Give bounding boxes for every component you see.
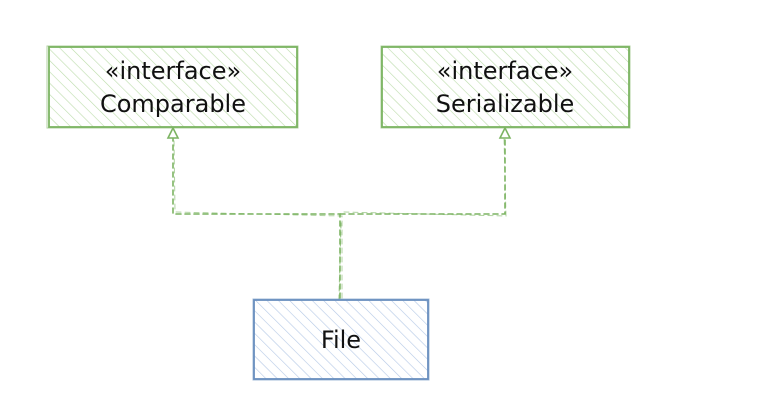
realization-arrowhead-serializable bbox=[498, 126, 512, 139]
serializable-stereotype: «interface» bbox=[437, 57, 573, 85]
node-comparable[interactable]: «interface» Comparable bbox=[46, 45, 299, 129]
serializable-name: Serializable bbox=[436, 90, 575, 118]
comparable-stereotype: «interface» bbox=[105, 57, 241, 85]
node-serializable[interactable]: «interface» Serializable bbox=[380, 45, 631, 129]
edge-file-to-comparable bbox=[172, 135, 343, 301]
comparable-name: Comparable bbox=[100, 90, 246, 118]
node-file[interactable]: File bbox=[252, 298, 430, 381]
file-name: File bbox=[321, 326, 361, 354]
edge-file-to-serializable bbox=[339, 135, 507, 217]
realization-arrowhead-comparable bbox=[166, 126, 180, 139]
